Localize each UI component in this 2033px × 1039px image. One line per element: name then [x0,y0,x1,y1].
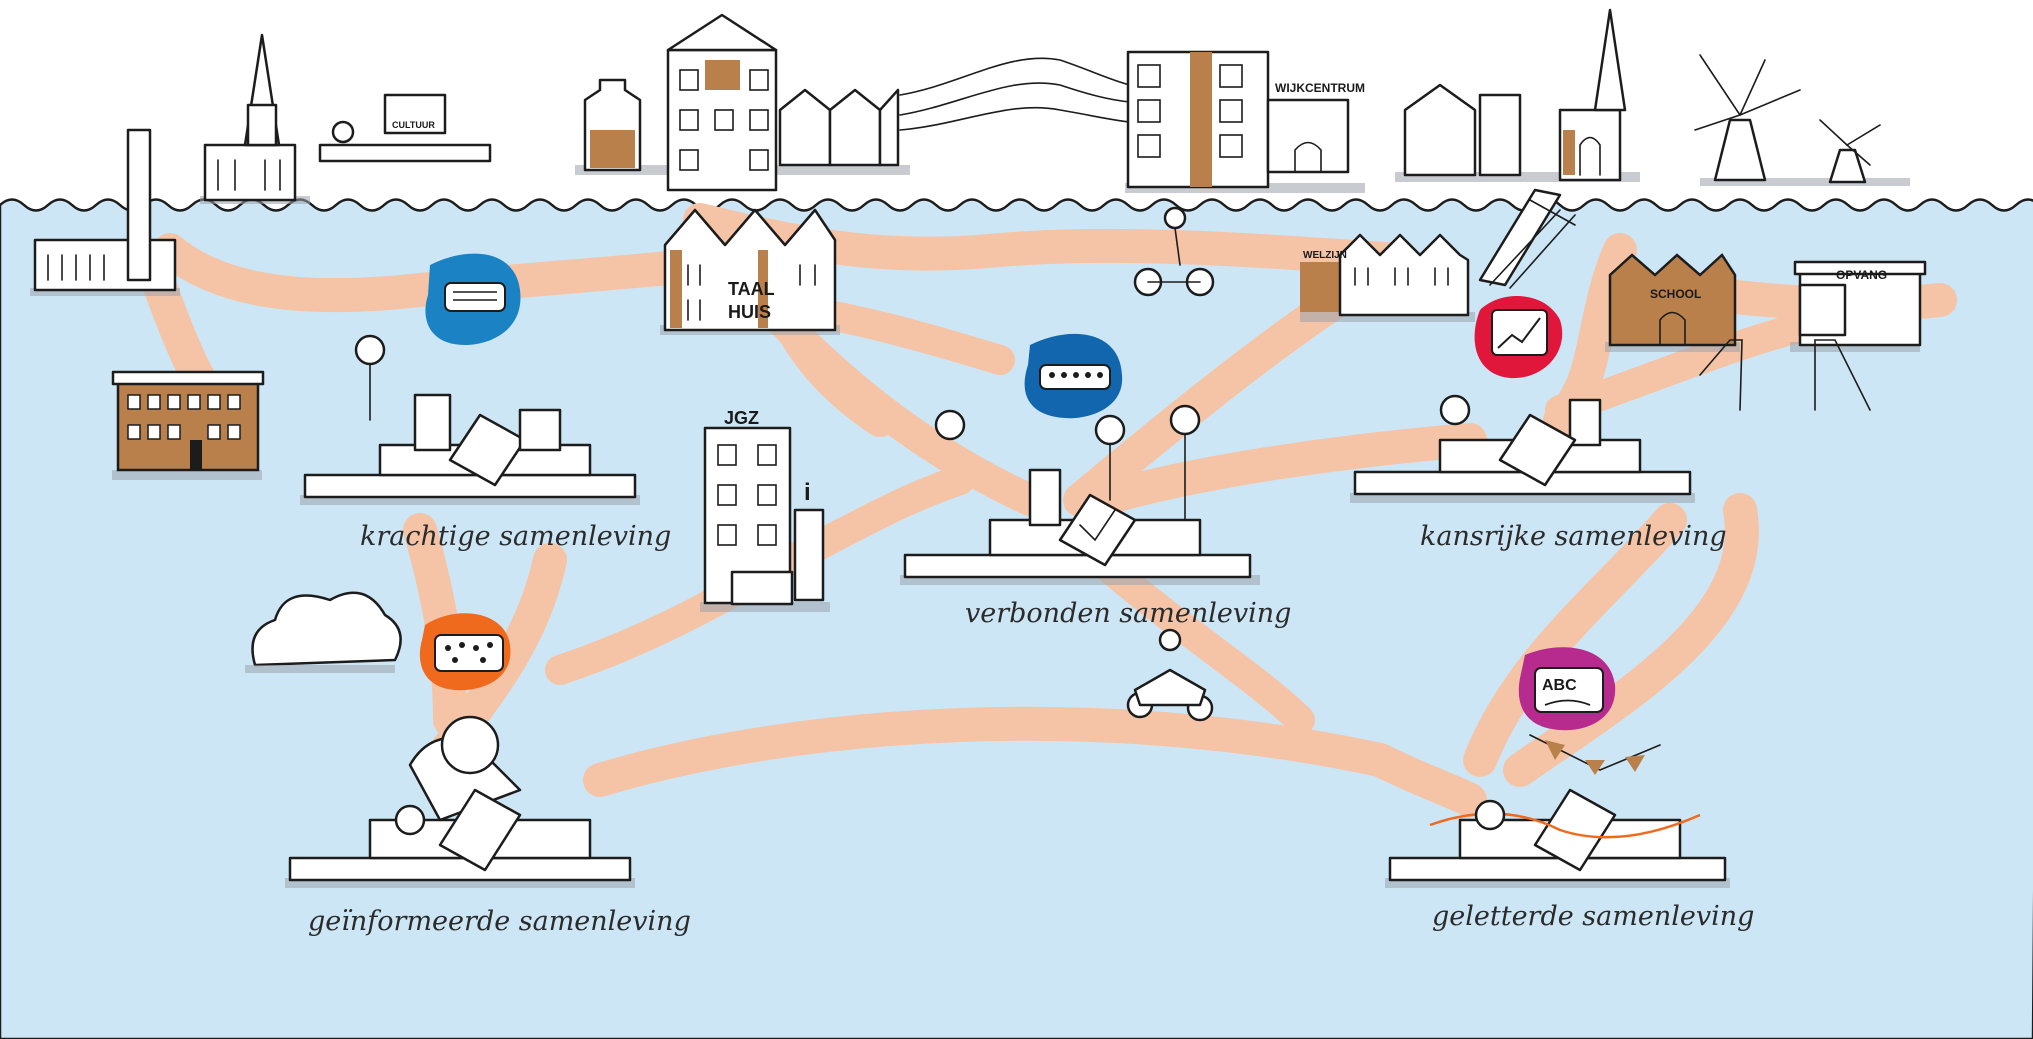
jgz-sign: JGZ [724,408,759,428]
hub-badge-geletterd: ABC [1518,647,1616,731]
bascule-bridge [1478,188,1576,289]
school-sign: SCHOOL [1650,287,1701,301]
hub-scene-geletterd [1385,734,1730,888]
hub-label-geinformeerd: geïnformeerde samenleving [308,906,691,937]
canal-houses [575,13,910,192]
hub-badge-krachtig [425,253,521,345]
hub-label-krachtig: krachtige samenleving [360,521,671,552]
skyline: CULTUUR [200,8,1910,204]
school-building: SCHOOL [1605,253,1740,352]
cloud-tree [245,591,402,673]
hub-badge-verbonden [1024,333,1123,419]
tower-building [30,128,180,296]
info-sign: i [804,479,811,506]
jgz-building: JGZ i [700,408,830,612]
network-people-icon [434,634,504,672]
wijkcentrum-building: WIJKCENTRUM [1125,50,1365,193]
hub-scene-geinformeerd [285,715,635,888]
abc-book-icon: ABC [1534,667,1604,713]
cultuur-sign: CULTUUR [392,120,435,130]
hub-badge-kansrijk [1474,296,1563,379]
taalhuis-sign-line1: TAAL [728,279,775,299]
church-building-right [1395,8,1640,182]
wijkcentrum-sign: WIJKCENTRUM [1275,81,1365,95]
welzijn-building: WELZIJN [1300,233,1475,322]
opvang-building: OPVANG [1790,260,1927,352]
opvang-sign: OPVANG [1836,268,1887,282]
hub-label-kansrijk: kansrijke samenleving [1420,521,1727,552]
playground [1699,339,1871,411]
wave-bridge [899,57,1131,131]
windmills [1694,54,1910,186]
taalhuis-sign-line2: HUIS [728,302,771,322]
culture-building: CULTUUR [318,93,492,163]
people-row-icon [1039,364,1111,390]
scooter [1126,628,1214,722]
hub-scene-verbonden [900,404,1260,585]
growth-chart-icon [1491,309,1548,356]
hub-scene-krachtig [300,334,640,505]
taalhuis-building: TAAL HUIS [660,208,840,335]
brick-house-left [111,370,265,480]
abc-sign: ABC [1542,677,1577,694]
cyclist [1133,206,1215,297]
keyboard-icon [444,282,506,312]
hub-badge-geinformeerd [419,613,511,691]
hub-label-geletterd: geletterde samenleving [1432,901,1754,932]
hub-label-verbonden: verbonden samenleving [965,598,1291,629]
hub-scene-kansrijk [1350,394,1695,503]
welzijn-sign: WELZIJN [1303,250,1347,261]
church-building-left [200,33,310,204]
